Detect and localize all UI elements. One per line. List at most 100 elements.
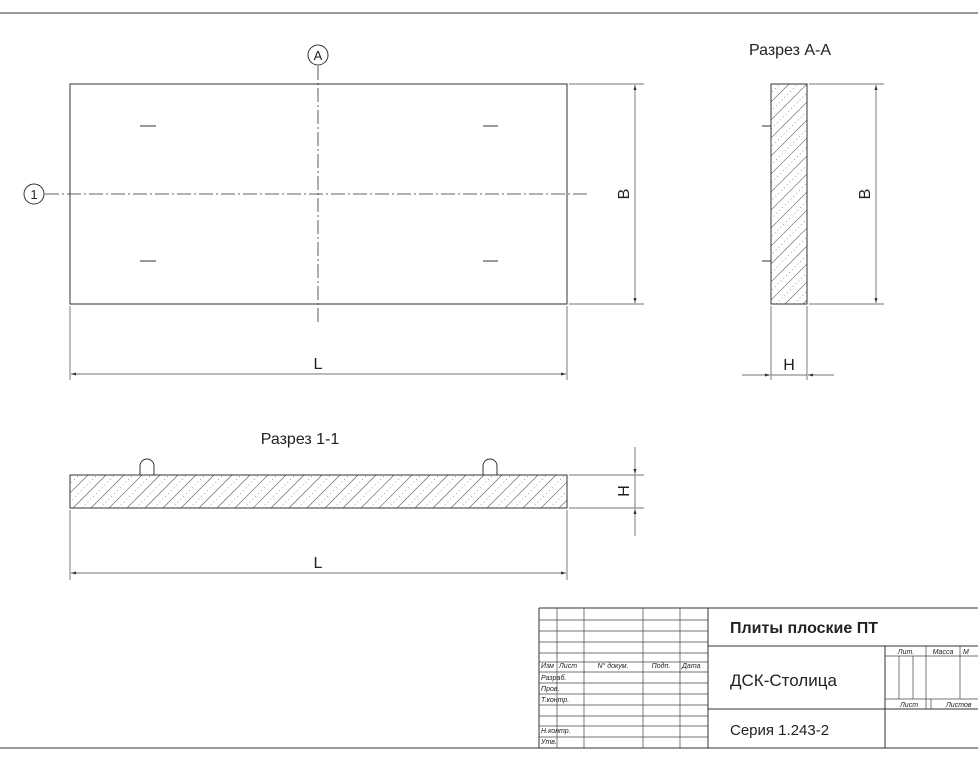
- hatch-line: [360, 475, 395, 508]
- hatch-dots: [830, 84, 978, 304]
- axis-1-bubble: [23, 183, 45, 205]
- hatch-line: [270, 475, 305, 508]
- hatch-line: [234, 475, 269, 508]
- hatch-line: [198, 475, 233, 508]
- hatch-line: [324, 475, 359, 508]
- hatch-line: [577, 475, 610, 508]
- hatch-dots: [477, 475, 512, 508]
- hatch-dots: [117, 475, 152, 508]
- plan-view: А 1 L B: [23, 44, 644, 380]
- organization-name: ДСК-Столица: [730, 671, 837, 690]
- section-11-outline: [69, 474, 568, 509]
- dim-length-label: L: [314, 555, 323, 572]
- axis-a-label: А: [314, 48, 323, 63]
- dim-width-label: B: [857, 189, 874, 200]
- hatch-dots: [771, 84, 781, 94]
- hatch-line: [784, 281, 807, 304]
- hatch-dots: [351, 475, 386, 508]
- hatch-line: [432, 475, 467, 508]
- section-aa-title: Разрез А-А: [749, 42, 831, 59]
- hatch-line: [486, 475, 521, 508]
- hatch-line: [450, 475, 485, 508]
- tb-massa-label: Масса: [933, 649, 954, 656]
- hatch-line: [540, 481, 567, 508]
- hatch-line: [771, 173, 807, 211]
- hatch-line: [771, 155, 807, 193]
- hatch-dots: [812, 84, 978, 304]
- hatch-dots: [771, 146, 807, 184]
- hatch-dots: [793, 290, 807, 304]
- section-11-title: Разрез 1-1: [261, 431, 340, 448]
- lifting-loop: [139, 458, 155, 475]
- hatch-dots: [81, 475, 116, 508]
- hatch-dots: [315, 475, 350, 508]
- hatch-line: [821, 84, 978, 304]
- tb-masshtab-label: М: [963, 649, 969, 656]
- hatch-dots: [135, 475, 170, 508]
- hatch-dots: [297, 475, 332, 508]
- tb-header-izm: Изм: [541, 663, 554, 670]
- hatch-line: [771, 101, 807, 139]
- tb-header-doc: N° докум.: [597, 662, 628, 670]
- hatch-dots: [771, 200, 807, 238]
- hatch-dots: [771, 164, 807, 202]
- hatch-dots: [771, 128, 807, 166]
- hatch-line: [108, 475, 143, 508]
- hatch-dots: [70, 475, 98, 503]
- hatch-dots: [771, 110, 807, 148]
- hatch-line: [306, 475, 341, 508]
- hatch-dots: [333, 475, 368, 508]
- hatch-dots: [171, 475, 206, 508]
- dim-width-label: B: [616, 189, 633, 200]
- tb-lit-label: Лит.: [897, 649, 914, 656]
- hatch-line: [144, 475, 179, 508]
- section-aa-view: Разрез А-А B H: [742, 42, 978, 380]
- axis-a-bubble: [307, 44, 329, 66]
- hatch-line: [771, 209, 807, 247]
- tb-role-tkontr: Т.контр.: [541, 697, 569, 704]
- hatch-line: [771, 119, 807, 157]
- hatch-line: [72, 475, 107, 508]
- hatch-dots: [531, 475, 566, 508]
- section-aa-hatch: [771, 84, 978, 304]
- hatch-line: [522, 475, 557, 508]
- hatch-line: [90, 475, 125, 508]
- tb-role-prov: Пров.: [541, 686, 560, 693]
- hatch-dots: [405, 475, 440, 508]
- hatch-dots: [771, 84, 799, 112]
- hatch-dots: [771, 236, 807, 274]
- dim-height-label: H: [616, 485, 633, 497]
- section-11-hatch: [70, 475, 610, 508]
- hatch-line: [162, 475, 197, 508]
- hatch-dots: [153, 475, 188, 508]
- hatch-line: [396, 475, 431, 508]
- dim-height-label: H: [783, 357, 795, 374]
- hatch-line: [70, 475, 89, 494]
- drawing-title: Плиты плоские ПТ: [730, 620, 878, 637]
- tb-role-utv: Утв.: [540, 739, 557, 746]
- hatch-line: [771, 245, 807, 283]
- section-aa-outline: [770, 83, 808, 305]
- axis-1-label: 1: [30, 187, 37, 202]
- hatch-dots: [495, 475, 530, 508]
- hatch-line: [216, 475, 251, 508]
- hatch-dots: [513, 475, 548, 508]
- hatch-dots: [99, 475, 134, 508]
- hatch-line: [288, 475, 323, 508]
- hatch-line: [771, 227, 807, 265]
- hatch-line: [558, 499, 567, 508]
- hatch-line: [504, 475, 539, 508]
- hatch-line: [771, 263, 807, 301]
- hatch-dots: [189, 475, 224, 508]
- hatch-dots: [369, 475, 404, 508]
- hatch-line: [802, 299, 807, 304]
- tb-header-list: Лист: [558, 663, 577, 670]
- hatch-dots: [775, 272, 807, 304]
- hatch-line: [378, 475, 413, 508]
- hatch-dots: [225, 475, 260, 508]
- hatch-dots: [243, 475, 278, 508]
- hatch-line: [771, 137, 807, 175]
- hatch-line: [414, 475, 449, 508]
- hatch-dots: [568, 475, 601, 508]
